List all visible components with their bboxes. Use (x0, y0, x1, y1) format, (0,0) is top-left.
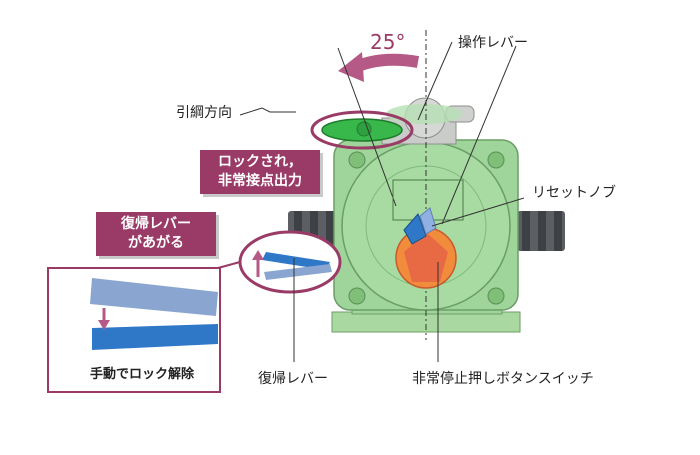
rotation-angle: 25° (370, 30, 406, 54)
emergency-stop-button-label: 非常停止押しボタンスイッチ (412, 371, 594, 387)
operation-lever-label: 操作レバー (458, 35, 528, 51)
emergency-stop-button-graphic (395, 227, 457, 289)
pull-wire-direction-label: 引綱方向 (176, 105, 232, 121)
right-cable-gland (517, 211, 565, 251)
locked-output-badge: ロックされ， 非常接点出力 (200, 150, 320, 194)
manual-unlock-caption: 手動でロック解除 (90, 367, 195, 382)
reset-lever-label: 復帰レバー (258, 371, 328, 387)
reset-knob-label: リセットノブ (532, 185, 616, 201)
rotation-arrow (355, 53, 420, 72)
operation-lever-graphic (321, 118, 403, 142)
reset-lever-up-badge: 復帰レバー があがる (96, 212, 216, 256)
reset-knob-graphic (403, 207, 437, 245)
